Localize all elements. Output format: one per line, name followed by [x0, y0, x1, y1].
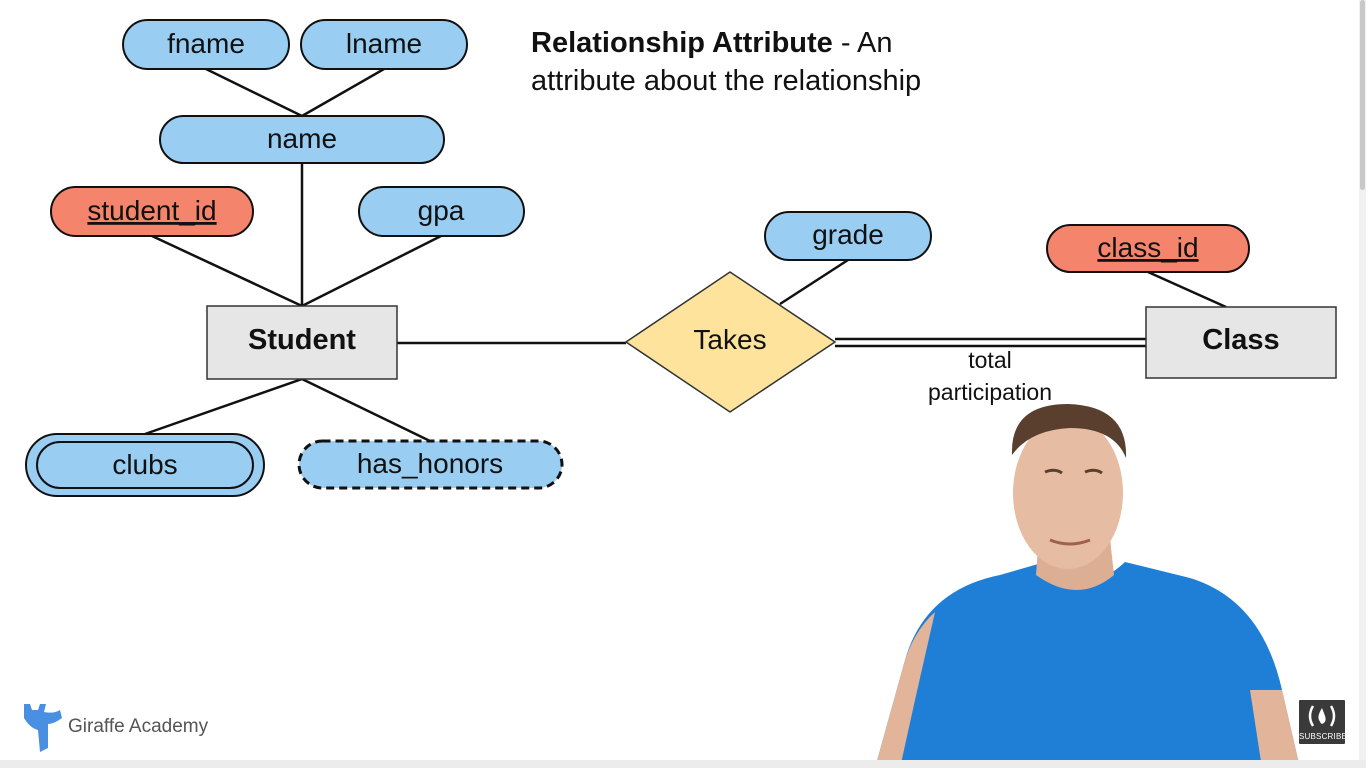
participation-label-line2: participation [928, 379, 1052, 405]
attribute-grade-label: grade [812, 219, 884, 250]
key-attribute-student-id: student_id [50, 186, 254, 237]
line-student-clubs [144, 377, 303, 436]
line-student-honors [301, 377, 431, 443]
entity-student-label: Student [248, 324, 356, 356]
giraffe-academy-logo: Giraffe Academy [18, 700, 208, 754]
line-fname-name [205, 67, 303, 118]
attribute-fname: fname [122, 19, 290, 70]
subscribe-label: SUBSCRIBE [1299, 732, 1348, 741]
bottom-progress-bar [0, 760, 1366, 768]
derived-attribute-has-honors: has_honors [297, 439, 564, 490]
key-attribute-class-id-label: class_id [1097, 232, 1198, 263]
connector-lines [144, 67, 1227, 443]
relationship-takes-label: Takes [693, 324, 766, 355]
line-classid-class [1147, 270, 1227, 309]
attribute-has-honors-label: has_honors [357, 448, 503, 479]
line-lname-name [301, 67, 385, 118]
key-attribute-class-id: class_id [1046, 224, 1250, 273]
slide-annotation: Relationship Attribute - An attribute ab… [531, 24, 921, 100]
line-grade-takes [779, 258, 849, 306]
entity-class: Class [1145, 306, 1337, 379]
line-studentid-student [151, 234, 303, 308]
entity-student: Student [206, 305, 398, 380]
multivalued-attribute-clubs: clubs [25, 433, 265, 497]
logo-text: Giraffe Academy [68, 716, 209, 737]
attribute-lname-label: lname [346, 28, 422, 59]
annotation-bold-term: Relationship Attribute [531, 27, 833, 59]
subscribe-button[interactable]: SUBSCRIBE [1297, 698, 1347, 746]
entity-class-label: Class [1202, 324, 1279, 356]
line-gpa-student [301, 234, 442, 308]
attribute-lname: lname [300, 19, 468, 70]
annotation-line1-rest: - An [832, 27, 893, 59]
freecodecamp-icon [1308, 705, 1336, 727]
presenter-video-overlay [875, 404, 1300, 768]
key-attribute-student-id-label: student_id [87, 195, 216, 226]
attribute-gpa-label: gpa [418, 195, 465, 226]
relationship-takes: Takes [624, 271, 837, 413]
vertical-scrollbar[interactable] [1359, 0, 1366, 768]
scrollbar-thumb[interactable] [1360, 0, 1365, 190]
attribute-name-label: name [267, 123, 337, 154]
attribute-clubs-label: clubs [112, 449, 177, 480]
attribute-name: name [159, 115, 445, 164]
attribute-fname-label: fname [167, 28, 245, 59]
participation-label-line1: total [968, 347, 1011, 373]
attribute-gpa: gpa [358, 186, 525, 237]
giraffe-icon [24, 704, 62, 752]
relationship-attribute-grade: grade [764, 211, 932, 261]
annotation-line2: attribute about the relationship [531, 65, 922, 97]
